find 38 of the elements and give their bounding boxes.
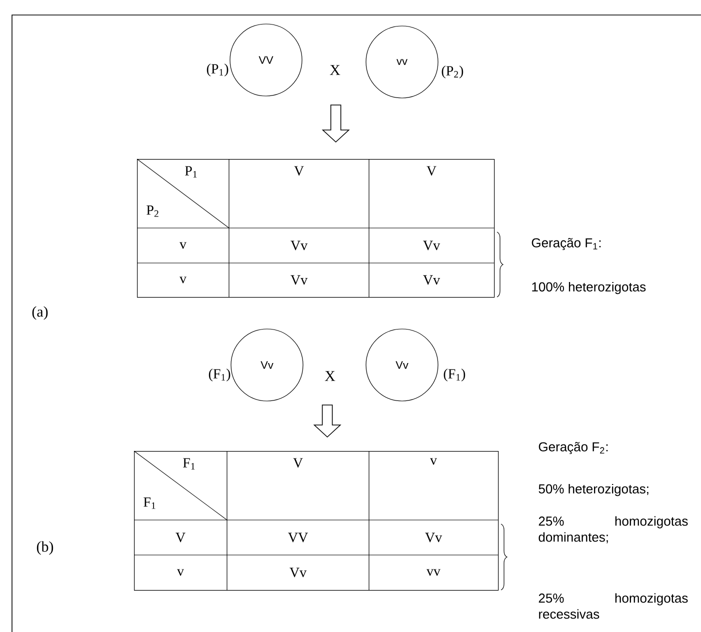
genotype-label: Vv [290, 275, 308, 285]
cross-sign: X [324, 371, 336, 381]
arrow [313, 404, 342, 438]
allele-label: V [426, 166, 436, 176]
parent-label: (F$_{1}$) [444, 368, 466, 382]
parent-label: P$_{2}$ [146, 205, 158, 217]
generation-note: 50% heterozigotas; [538, 484, 648, 496]
genotype-label: Vv [425, 532, 442, 542]
genotype-label: vv [426, 569, 441, 576]
generation-note: Geração F$_{1}$: [532, 238, 601, 250]
allele-label: v [180, 276, 187, 284]
generation-note: 25% homozigotas recessivas [538, 593, 688, 619]
arrow [322, 104, 350, 143]
parent-label: P$_{1}$ [185, 166, 197, 178]
punnett-square [136, 158, 495, 298]
parent-label: F$_{1}$ [144, 497, 156, 509]
option-letter: (b) [36, 541, 54, 555]
parent-label: (P$_{1}$) [206, 64, 228, 76]
generation-note: Geração F$_{2}$: [538, 442, 608, 454]
option-letter: (a) [32, 306, 48, 320]
punnett-square [134, 450, 499, 591]
genotype-label: Vv [423, 240, 440, 250]
parent-label: (P$_{2}$) [442, 66, 464, 78]
allele-label: V [294, 166, 304, 176]
parent-label: (F$_{1}$) [208, 368, 230, 382]
parent-label: F$_{1}$ [183, 458, 195, 470]
allele-label: V [176, 532, 186, 542]
allele-label: v [180, 242, 187, 249]
allele-label: v [430, 458, 438, 465]
allele-label: V [293, 458, 303, 468]
genotype-label: Vv [290, 240, 308, 250]
cross-sign: X [330, 65, 340, 75]
allele-label: v [177, 569, 184, 576]
genotype-label: Vv [290, 568, 307, 578]
genotype-label: VV [288, 532, 308, 542]
genotype-label: Vv [423, 275, 440, 285]
generation-note: 25% homozigotas dominantes; [538, 516, 688, 544]
generation-note: 100% heterozigotas [532, 282, 646, 294]
